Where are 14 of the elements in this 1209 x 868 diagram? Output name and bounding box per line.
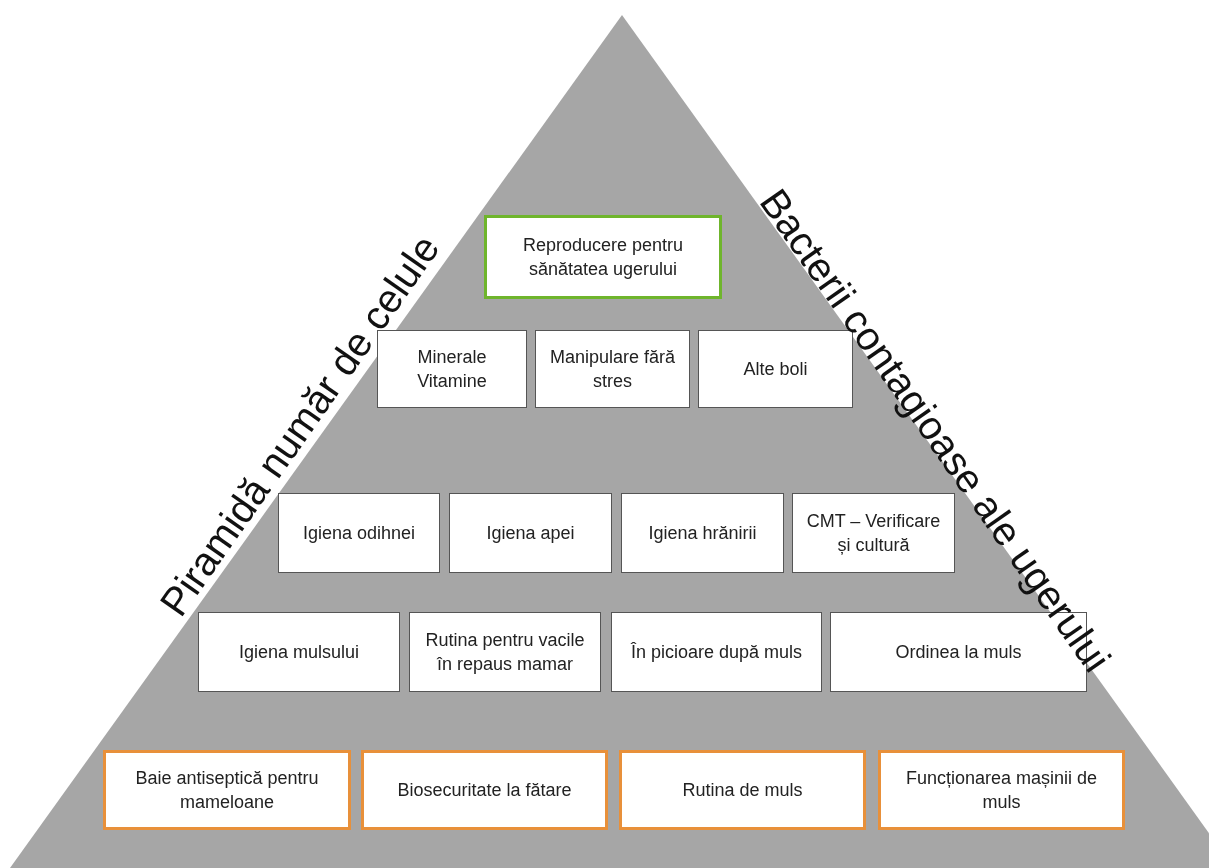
pyramid-block: Reproducere pentru sănătatea ugerului [484,215,722,299]
pyramid-block: Rutina pentru vacile în repaus mamar [409,612,601,692]
pyramid-block: Biosecuritate la fătare [361,750,608,830]
pyramid-block: Funcționarea mașinii de muls [878,750,1125,830]
pyramid-block: Baie antiseptică pentru mameloane [103,750,351,830]
pyramid-block: Manipulare fără stres [535,330,690,408]
pyramid-block: Igiena apei [449,493,612,573]
pyramid-block: În picioare după muls [611,612,822,692]
pyramid-block: Minerale Vitamine [377,330,527,408]
pyramid-block: Igiena mulsului [198,612,400,692]
pyramid-block: Igiena hrănirii [621,493,784,573]
pyramid-block: CMT – Verificare și cultură [792,493,955,573]
pyramid-block: Rutina de muls [619,750,866,830]
pyramid-block: Igiena odihnei [278,493,440,573]
